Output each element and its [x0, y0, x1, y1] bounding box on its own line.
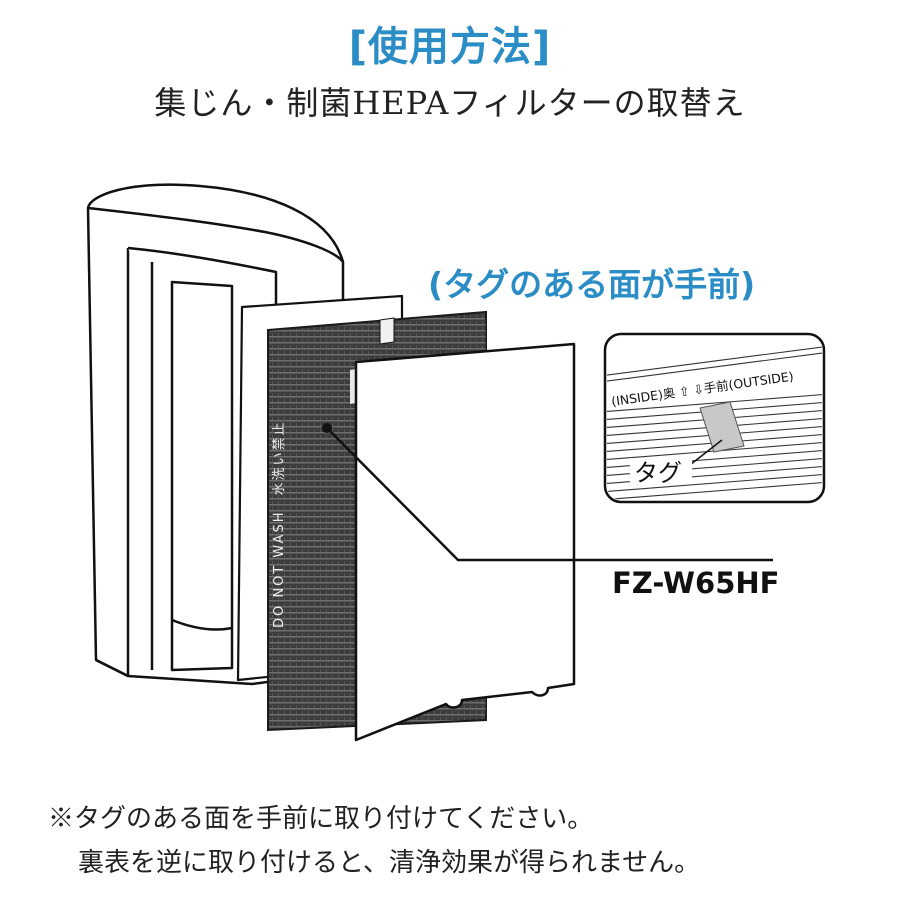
front-panel	[354, 342, 576, 742]
note-line-2: 裏表を逆に取り付けると、清浄効果が得られません。	[78, 848, 701, 878]
note-line-1: ※タグのある面を手前に取り付けてください。	[48, 804, 594, 834]
page-title: [使用方法]	[348, 24, 552, 70]
tag-swatch	[699, 401, 745, 453]
page-subtitle: 集じん・制菌HEPAフィルターの取替え	[154, 84, 746, 122]
tag-side-caption: (タグのある面が手前)	[428, 265, 756, 304]
model-leader-line	[326, 427, 773, 562]
tag-detail-callout: (INSIDE)奥 ⇧ ⇩手前(OUTSIDE) タグ	[603, 332, 826, 504]
model-label: FZ-W65HF	[612, 566, 780, 600]
tag-label: タグ	[634, 459, 682, 487]
filter-warning-print: DO NOT WASH 水洗い禁止	[272, 421, 287, 628]
